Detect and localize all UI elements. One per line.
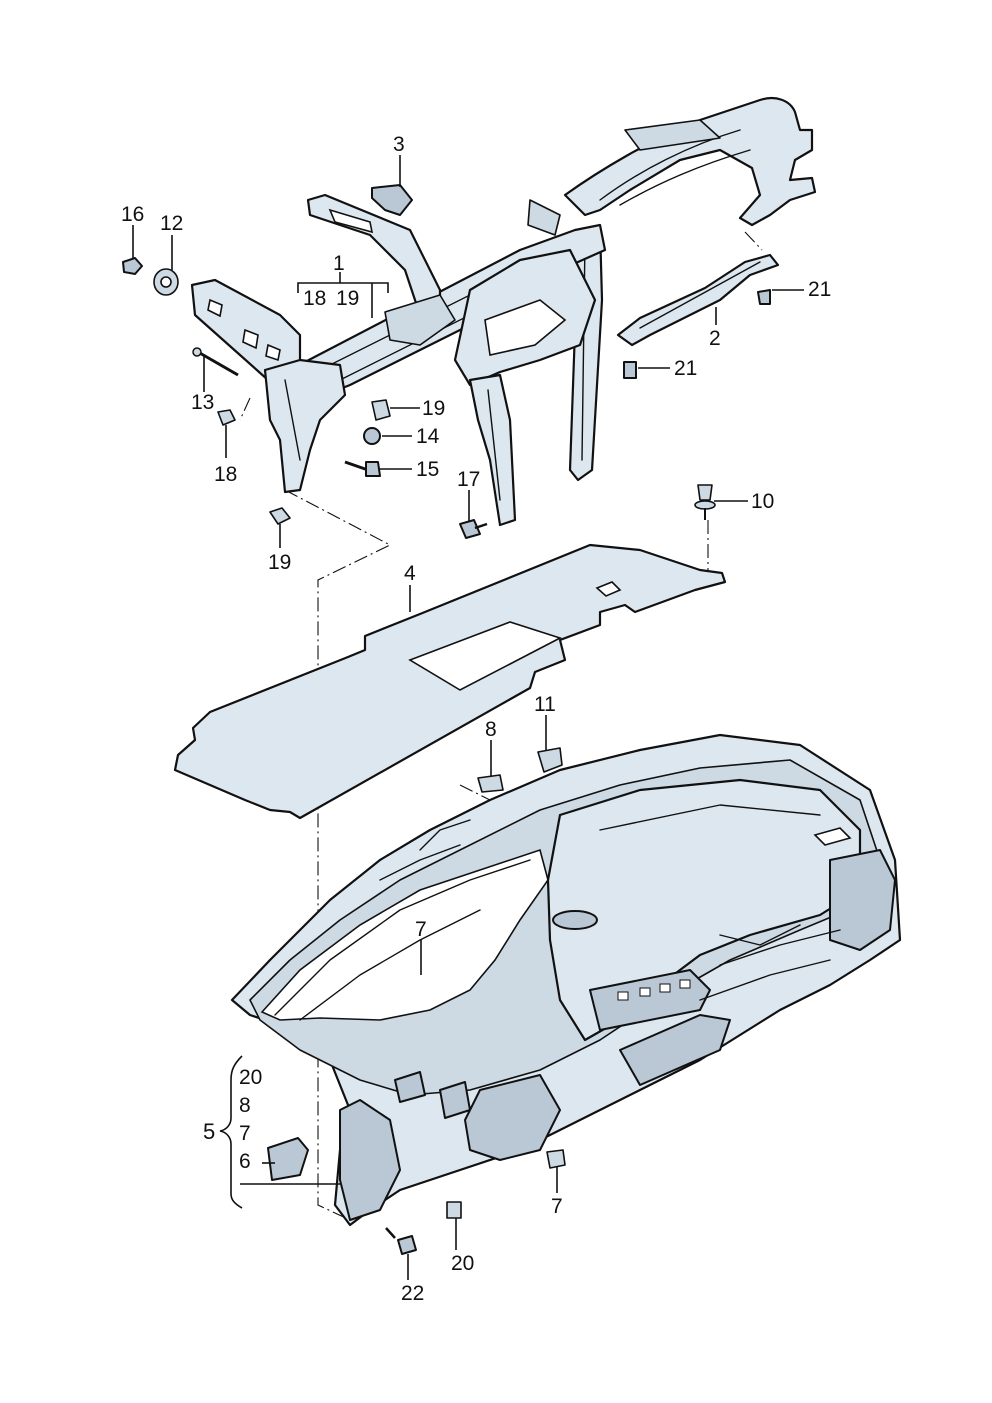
callout-4: 4	[404, 562, 416, 585]
callout-3: 3	[393, 133, 405, 156]
callout-22: 22	[401, 1282, 424, 1305]
callout-18-top: 18	[303, 287, 326, 310]
bracket-3	[371, 184, 413, 216]
callout-6: 6	[239, 1150, 251, 1173]
callout-15: 15	[416, 458, 439, 481]
cross-car-beam	[190, 96, 817, 527]
callout-8-top: 8	[485, 718, 497, 741]
callout-1: 1	[333, 252, 345, 275]
callout-18: 18	[214, 463, 237, 486]
callout-16: 16	[121, 203, 144, 226]
callout-21-lower: 21	[674, 357, 697, 380]
bracket-rail-2	[616, 253, 780, 347]
callout-19-right: 19	[422, 397, 445, 420]
callout-8-group: 8	[239, 1094, 251, 1117]
callout-12: 12	[160, 212, 183, 235]
dashboard-5	[230, 733, 902, 1227]
callout-7-lower: 7	[551, 1195, 563, 1218]
callout-19-top: 19	[336, 287, 359, 310]
callout-2: 2	[709, 327, 721, 350]
callout-10: 10	[751, 490, 774, 513]
callout-13: 13	[191, 391, 214, 414]
callout-19-lower: 19	[268, 551, 291, 574]
mat-cutout	[408, 621, 563, 691]
callout-20-group: 20	[239, 1066, 262, 1089]
callout-20-lower: 20	[451, 1252, 474, 1275]
callout-17: 17	[457, 468, 480, 491]
callout-labels: 1 18 19 3 16 12 13 18 19 14 15 19 17 10 …	[121, 133, 831, 1305]
callout-7-upper: 7	[415, 918, 427, 941]
leader-lines	[132, 155, 804, 1280]
callout-11: 11	[534, 693, 556, 716]
callout-14: 14	[416, 425, 440, 448]
callout-21-top: 21	[808, 278, 831, 301]
callout-7-group: 7	[239, 1122, 251, 1145]
callout-5: 5	[203, 1119, 215, 1144]
